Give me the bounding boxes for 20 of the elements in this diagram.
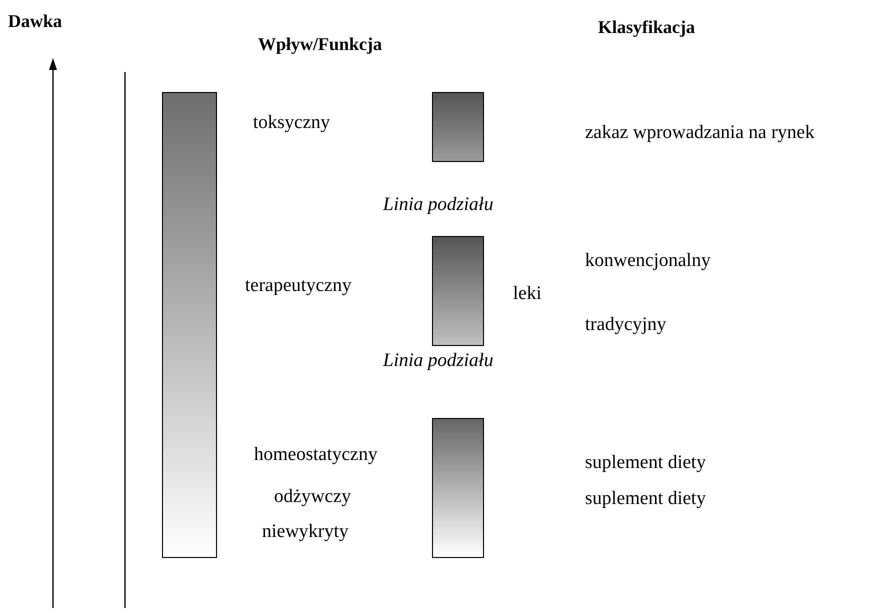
classification-label: tradycyjny	[585, 314, 666, 336]
column-heading: Klasyfikacja	[598, 16, 695, 38]
gradient-bar	[432, 236, 484, 346]
effect-label: homeostatyczny	[254, 444, 378, 466]
gradient-bar	[162, 92, 217, 558]
divider-label: Linia podziału	[383, 350, 494, 372]
divider-label: Linia podziału	[383, 194, 494, 216]
effect-label: toksyczny	[253, 112, 330, 134]
effect-label: terapeutyczny	[245, 275, 352, 297]
effect-label: niewykryty	[262, 521, 349, 543]
axis-title: Dawka	[8, 10, 62, 32]
effect-label: odżywczy	[274, 486, 352, 508]
classification-label: suplement diety	[585, 488, 706, 510]
classification-label: zakaz wprowadzania na rynek	[585, 122, 814, 144]
column-heading: Wpływ/Funkcja	[258, 33, 382, 55]
classification-label: suplement diety	[585, 452, 706, 474]
group-label: leki	[513, 283, 542, 305]
gradient-bar	[432, 418, 484, 558]
gradient-bar	[432, 92, 484, 162]
classification-label: konwencjonalny	[585, 250, 711, 272]
